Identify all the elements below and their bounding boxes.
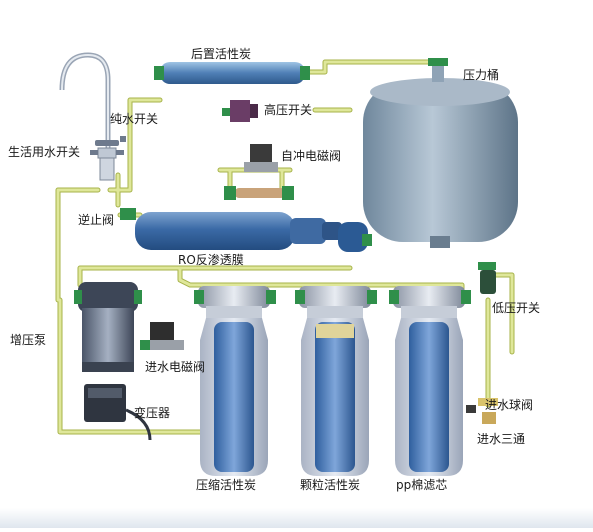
transformer: [84, 384, 152, 441]
low-pressure-switch: [478, 262, 496, 294]
pressure-tank: [363, 58, 518, 248]
label-pure-water-switch: 纯水开关: [110, 112, 159, 126]
pure-water-switch: [120, 136, 126, 142]
label-transformer: 变压器: [134, 406, 171, 420]
faucet: [59, 52, 124, 181]
label-domestic-water-switch: 生活用水开关: [8, 145, 81, 159]
label-low-pressure-switch: 低压开关: [492, 301, 541, 315]
flush-solenoid-valve: [224, 144, 294, 200]
label-inlet-ball-valve: 进水球阀: [485, 398, 534, 412]
ro-membrane: [135, 212, 372, 252]
label-compressed-carbon: 压缩活性炭: [196, 478, 257, 492]
filter-housing-pp: [389, 286, 471, 476]
label-inlet-solenoid: 进水电磁阀: [145, 360, 206, 374]
tubing-fill: [56, 60, 514, 434]
label-check-valve: 逆止阀: [78, 213, 115, 227]
bottom-gradient: [0, 508, 593, 528]
booster-pump: [74, 282, 142, 372]
label-booster-pump: 增压泵: [10, 333, 47, 347]
post-carbon-filter: [154, 62, 310, 84]
label-high-pressure-switch: 高压开关: [264, 103, 313, 117]
label-pp-filter: pp棉滤芯: [396, 478, 448, 492]
label-post-carbon: 后置活性炭: [191, 47, 252, 61]
inlet-ball-valve: [466, 398, 498, 424]
check-valve: [120, 208, 136, 220]
label-granular-carbon: 颗粒活性炭: [300, 478, 361, 492]
inlet-solenoid-valve: [140, 322, 184, 350]
filter-housing-compressed-carbon: [194, 286, 276, 476]
label-flush-solenoid: 自冲电磁阀: [281, 149, 342, 163]
label-ro-membrane: RO反渗透膜: [178, 253, 244, 267]
label-inlet-tee: 进水三通: [477, 432, 526, 446]
label-pressure-tank: 压力桶: [463, 68, 500, 82]
filter-housing-granular-carbon: [295, 286, 377, 476]
high-pressure-switch: [222, 100, 258, 122]
